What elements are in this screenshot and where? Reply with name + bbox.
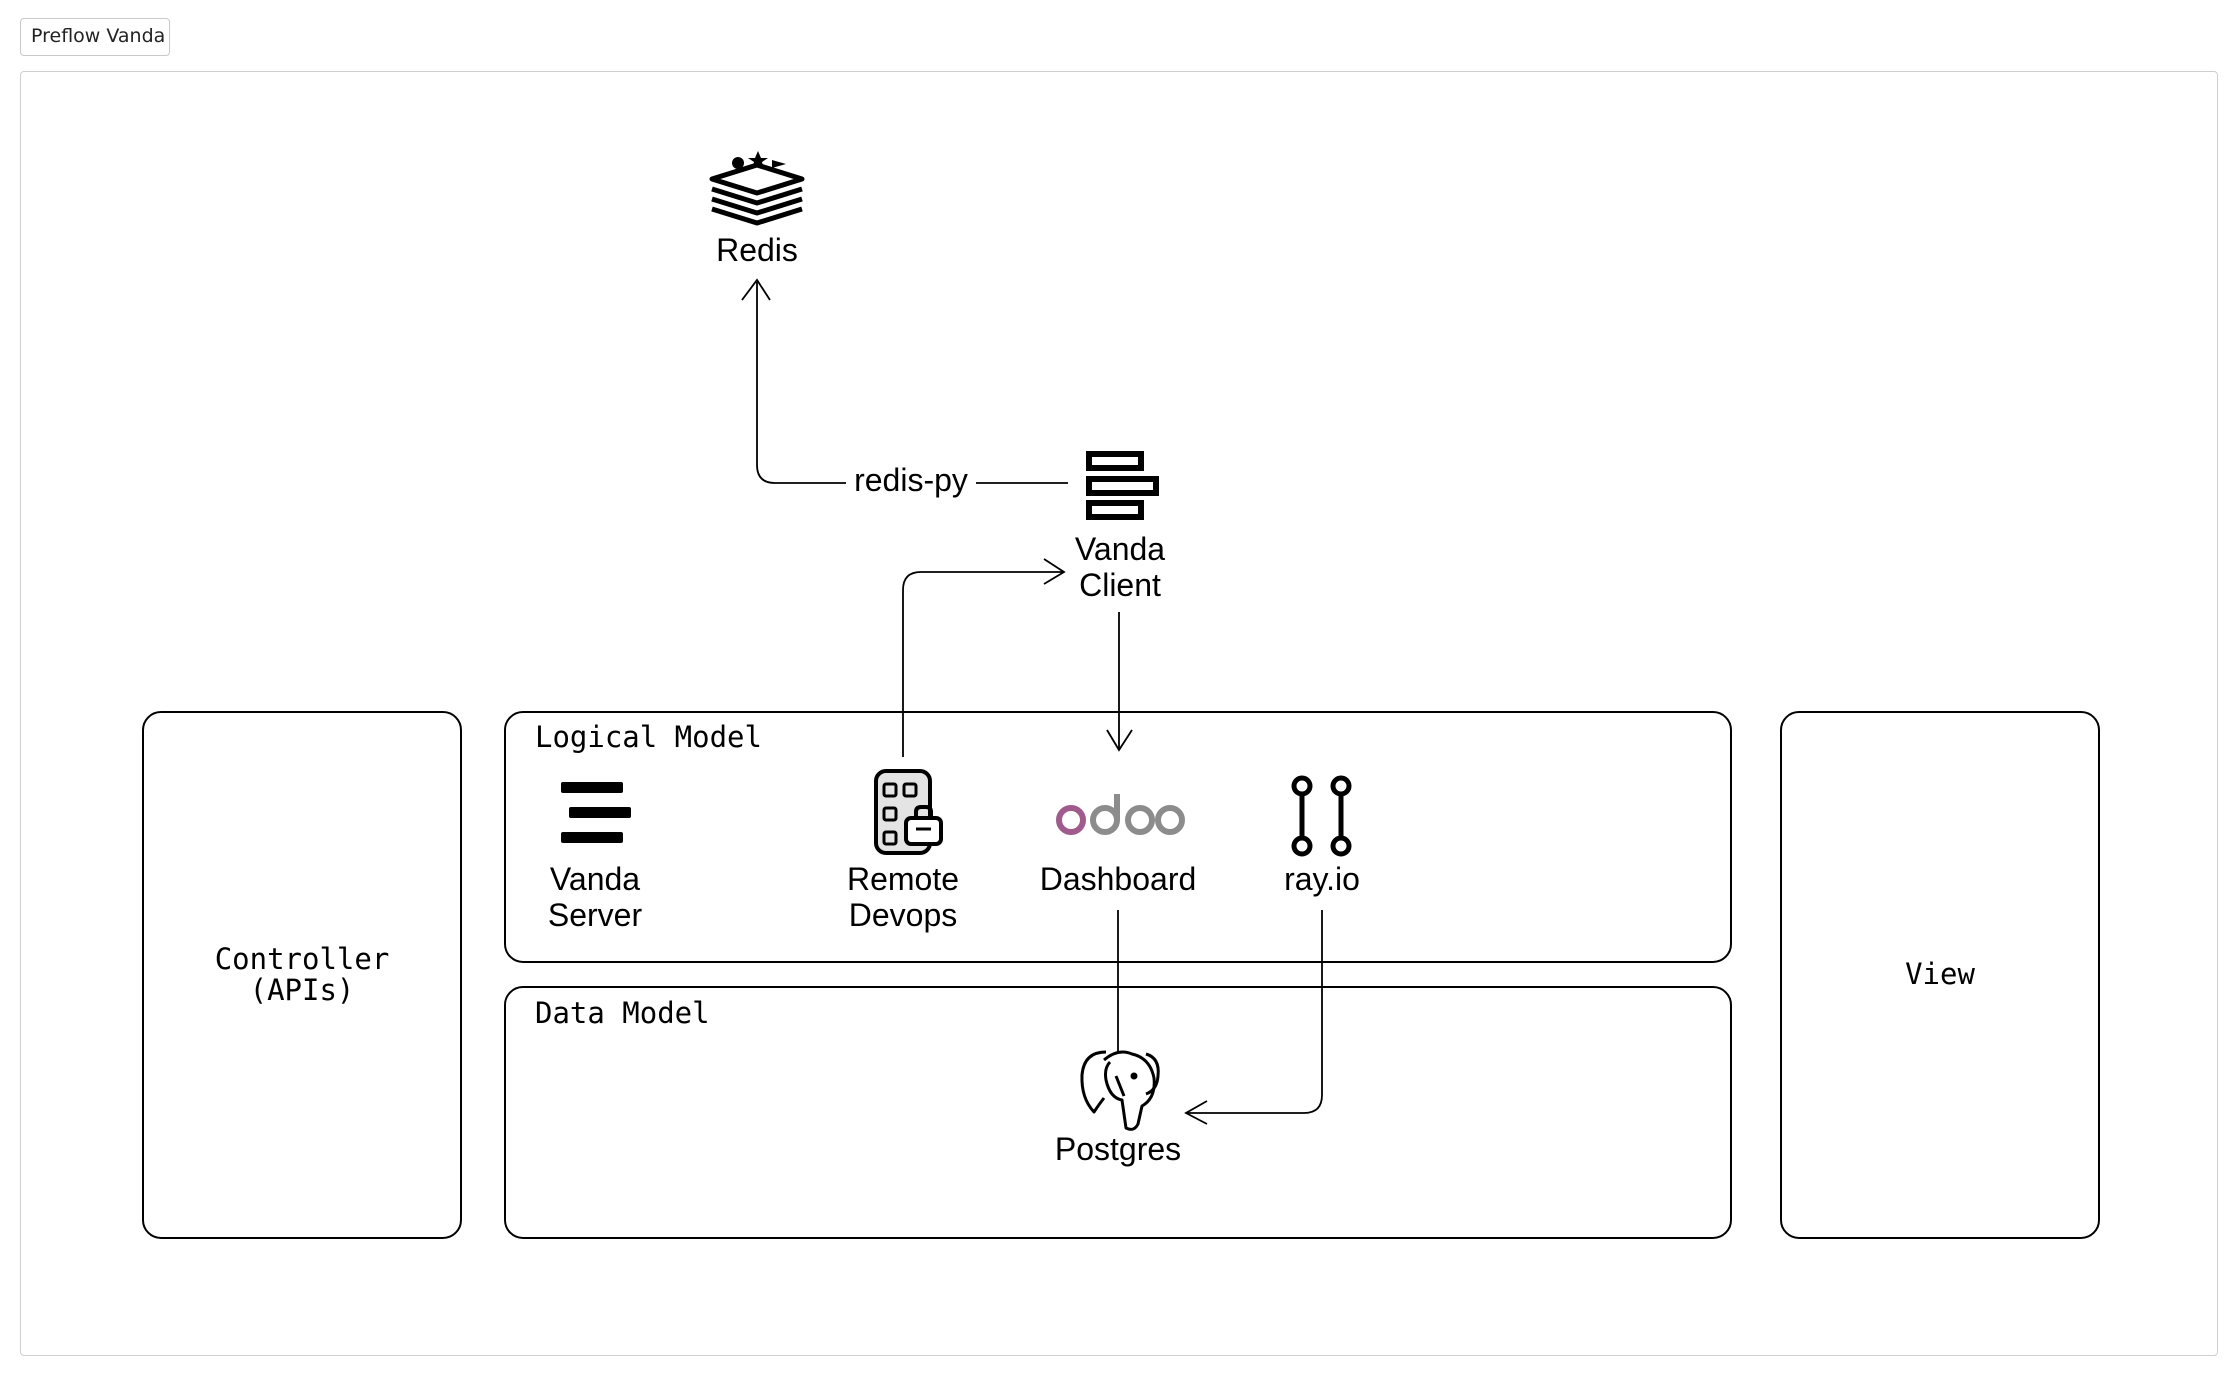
edge-devops-client	[902, 571, 1063, 757]
arrowhead-redis	[741, 278, 771, 301]
odoo-logo	[1056, 794, 1185, 835]
redis-icon	[709, 151, 805, 226]
edge-rayio-postgres	[1186, 910, 1323, 1114]
vanda-server-icon	[561, 782, 631, 843]
vanda-client-label: Vanda Client	[1074, 531, 1166, 603]
dashboard-label: Dashboard	[1039, 861, 1197, 897]
rayio-label: ray.io	[1284, 861, 1360, 897]
edge-label-redis-py: redis-py	[846, 462, 976, 498]
view-label: View	[1905, 957, 1975, 991]
diagram-tab[interactable]: Preflow Vanda	[20, 18, 170, 56]
edge-client-redis-left	[756, 282, 848, 484]
arrowhead-client	[1043, 558, 1066, 585]
controller-label: Controller (APIs)	[214, 942, 390, 1007]
logical-model-label: Logical Model	[535, 720, 762, 754]
controller-box	[142, 711, 462, 1239]
vanda-client-icon	[1086, 451, 1159, 520]
data-model-label: Data Model	[535, 996, 710, 1030]
postgres-label: Postgres	[1054, 1131, 1182, 1167]
redis-label: Redis	[716, 232, 798, 268]
arrowhead-postgres	[1184, 1100, 1208, 1125]
postgres-icon	[1080, 1050, 1160, 1131]
canvas-frame	[20, 71, 2218, 1356]
view-box	[1780, 711, 2100, 1239]
vanda-server-label: Vanda Server	[547, 861, 643, 933]
arrowhead-dashboard	[1106, 729, 1133, 752]
rayio-icon	[1291, 775, 1352, 857]
remote-devops-label: Remote Devops	[846, 861, 960, 933]
remote-devops-icon	[874, 769, 943, 855]
